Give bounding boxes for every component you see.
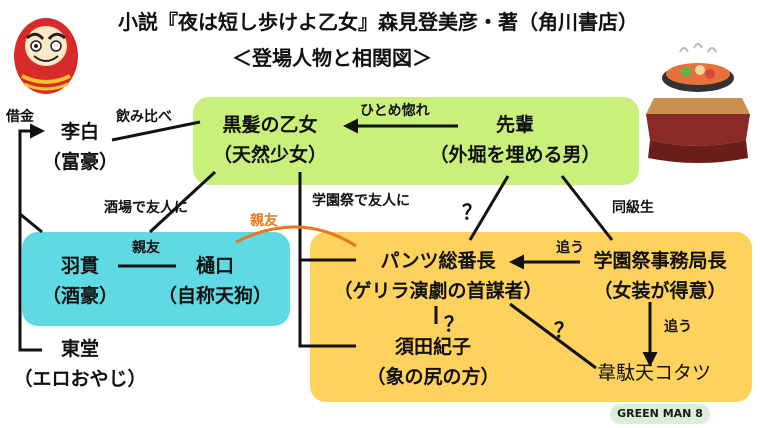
rihaku-name: 李白 <box>60 121 99 143</box>
sudakiko-name: 須田紀子 <box>394 336 471 358</box>
label-q-senpai-pants: ？ <box>462 200 482 224</box>
node-pants: パンツ総番長 （ゲリラ演劇の首謀者） <box>318 246 558 306</box>
node-rihaku: 李白 （富豪） <box>40 117 120 177</box>
label-doukyusei: 同級生 <box>612 200 654 216</box>
kurokami-name: 黒髪の乙女 <box>222 114 318 136</box>
node-hanuki: 羽貫 （酒豪） <box>40 251 120 311</box>
label-gakuensai: 学園祭で友人に <box>312 193 410 209</box>
label-q-pants-idaten: ？ <box>554 318 574 342</box>
jimukyokucho-name: 学園祭事務局長 <box>593 250 727 272</box>
gakuensai-line <box>298 172 356 348</box>
shinyu-orange-arc <box>235 225 357 248</box>
diagram-title: 小説『夜は短し歩けよ乙女』森見登美彦・著（角川書店） <box>118 10 638 34</box>
nomikurabe-line <box>111 120 201 142</box>
shakkin-line <box>18 123 45 352</box>
greenman-badge: GREEN MAN 8 <box>610 404 710 424</box>
label-sakaba: 酒場で友人に <box>104 200 188 216</box>
rihaku-desc: （富豪） <box>41 151 118 173</box>
hanuki-name: 羽貫 <box>60 255 99 277</box>
higuchi-name: 樋口 <box>195 255 234 277</box>
pants-idaten-line <box>509 302 597 370</box>
node-todo: 東堂 （エロおやじ） <box>4 334 156 394</box>
tengu-group-box <box>22 232 290 326</box>
sudakiko-desc: （象の尻の方） <box>366 366 500 388</box>
todo-hanuki-link <box>19 212 43 234</box>
node-kurokami: 黒髪の乙女 （天然少女） <box>200 110 340 170</box>
idaten-name: 韋駄天コタツ <box>596 362 711 384</box>
label-shinyu: 親友 <box>132 240 160 256</box>
node-jimukyokucho: 学園祭事務局長 （女装が得意） <box>572 246 748 306</box>
senpai-pants-line <box>468 175 510 241</box>
pants-name: パンツ総番長 <box>380 250 496 272</box>
label-shakkin: 借金 <box>6 109 34 125</box>
label-q-pants-suda: ？ <box>444 312 464 336</box>
gakuensai-group-box <box>310 232 752 402</box>
daruma-icon <box>10 6 82 96</box>
senpai-desc: （外堀を埋める男） <box>429 144 601 166</box>
node-sudakiko: 須田紀子 （象の尻の方） <box>358 332 508 392</box>
todo-name: 東堂 <box>60 338 99 360</box>
jimukyokucho-desc: （女装が得意） <box>593 280 727 302</box>
todo-desc: （エロおやじ） <box>13 368 147 390</box>
higuchi-desc: （自称天狗） <box>157 285 272 307</box>
senpai-name: 先輩 <box>495 114 534 136</box>
senpai-group-box <box>193 97 639 185</box>
label-shinyu-orange: 親友 <box>250 213 278 229</box>
node-higuchi: 樋口 （自称天狗） <box>150 251 280 311</box>
pants-desc: （ゲリラ演劇の首謀者） <box>333 280 543 302</box>
kurokami-desc: （天然少女） <box>212 144 327 166</box>
label-ou-pants: 追う <box>556 240 584 256</box>
diagram-subtitle: ＜登場人物と相関図＞ <box>232 46 432 70</box>
label-nomikurabe: 飲み比べ <box>116 109 172 125</box>
hanuki-desc: （酒豪） <box>41 285 118 307</box>
kotatsu-nabe-icon <box>640 40 756 172</box>
doukyusei-line <box>560 175 614 241</box>
sakaba-line <box>148 170 217 234</box>
label-hitomebore: ひとめ惚れ <box>360 103 430 119</box>
node-senpai: 先輩 （外堀を埋める男） <box>420 110 610 170</box>
node-idaten: 韋駄天コタツ <box>584 358 724 388</box>
label-ou-idaten: 追う <box>664 319 692 335</box>
